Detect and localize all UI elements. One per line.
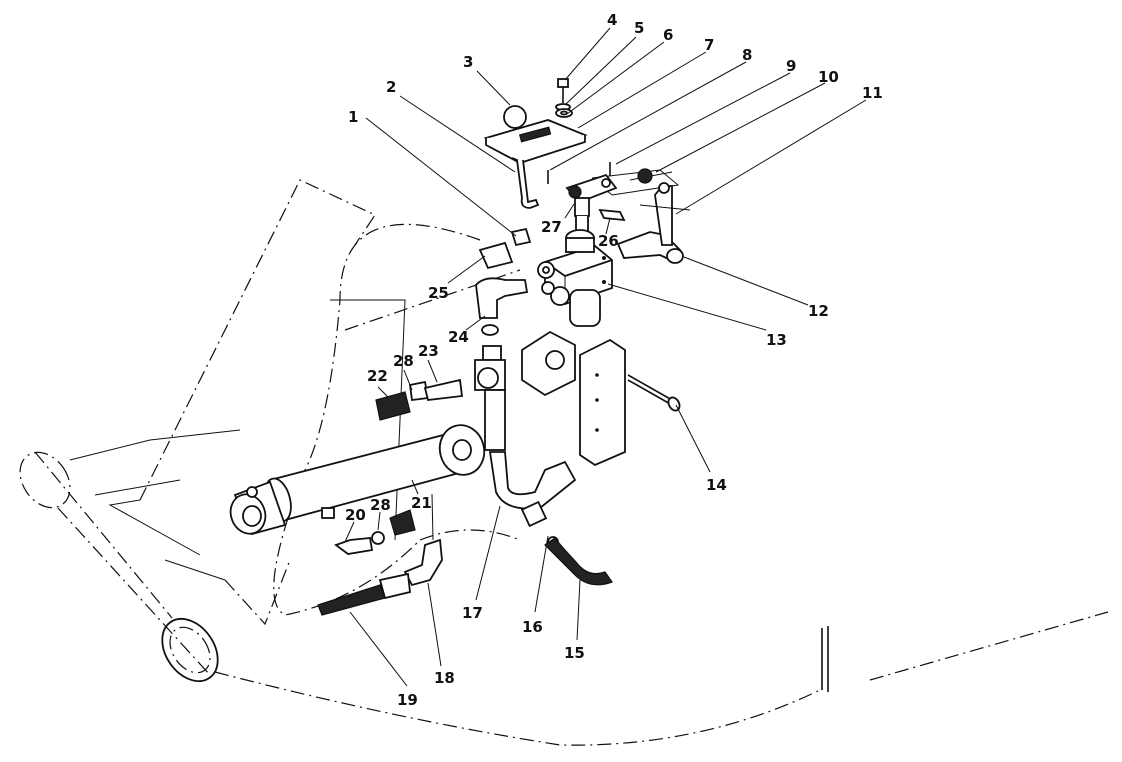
callout-28-lower: 28 xyxy=(370,496,391,514)
callout-2: 2 xyxy=(386,78,396,96)
frame-outline xyxy=(19,179,1109,746)
left-fittings xyxy=(475,227,532,336)
leader-lines xyxy=(344,27,867,687)
callout-17: 17 xyxy=(462,604,483,622)
callout-10: 10 xyxy=(818,68,839,86)
callout-16: 16 xyxy=(522,618,543,636)
callout-12: 12 xyxy=(808,302,829,320)
callout-15: 15 xyxy=(564,644,585,662)
callout-18: 18 xyxy=(434,669,455,687)
spring-fittings xyxy=(334,378,464,555)
tee-and-tube xyxy=(474,345,577,548)
callout-1: 1 xyxy=(348,108,358,126)
callout-21: 21 xyxy=(411,494,432,512)
callout-23: 23 xyxy=(418,342,439,360)
right-fittings xyxy=(616,168,691,264)
callout-9: 9 xyxy=(786,57,796,75)
callout-11: 11 xyxy=(862,84,883,102)
callout-5: 5 xyxy=(634,19,644,37)
callout-25: 25 xyxy=(428,284,449,302)
callout-labels: 1 2 3 4 5 6 7 8 9 10 11 12 13 14 15 16 1… xyxy=(345,11,883,709)
callout-27: 27 xyxy=(541,218,562,236)
callout-6: 6 xyxy=(663,26,673,44)
callout-19: 19 xyxy=(397,691,418,709)
callout-14: 14 xyxy=(706,476,727,494)
callout-28-upper: 28 xyxy=(393,352,414,370)
control-lever-assembly xyxy=(483,105,588,209)
mount-plate-and-bolt xyxy=(521,330,681,467)
hydraulic-cylinder xyxy=(229,424,486,536)
callout-3: 3 xyxy=(463,53,473,71)
callout-22: 22 xyxy=(367,367,388,385)
callout-26: 26 xyxy=(598,232,619,250)
callout-20: 20 xyxy=(345,506,366,524)
callout-4: 4 xyxy=(607,11,617,29)
callout-24: 24 xyxy=(448,328,469,346)
callout-13: 13 xyxy=(766,331,787,349)
roller-tube xyxy=(19,429,241,682)
elbow-and-hose xyxy=(317,538,443,616)
spool-valve xyxy=(537,229,613,327)
callout-7: 7 xyxy=(704,36,714,54)
screw-washer-stack xyxy=(555,78,573,118)
callout-8: 8 xyxy=(742,46,752,64)
hose xyxy=(544,537,613,586)
